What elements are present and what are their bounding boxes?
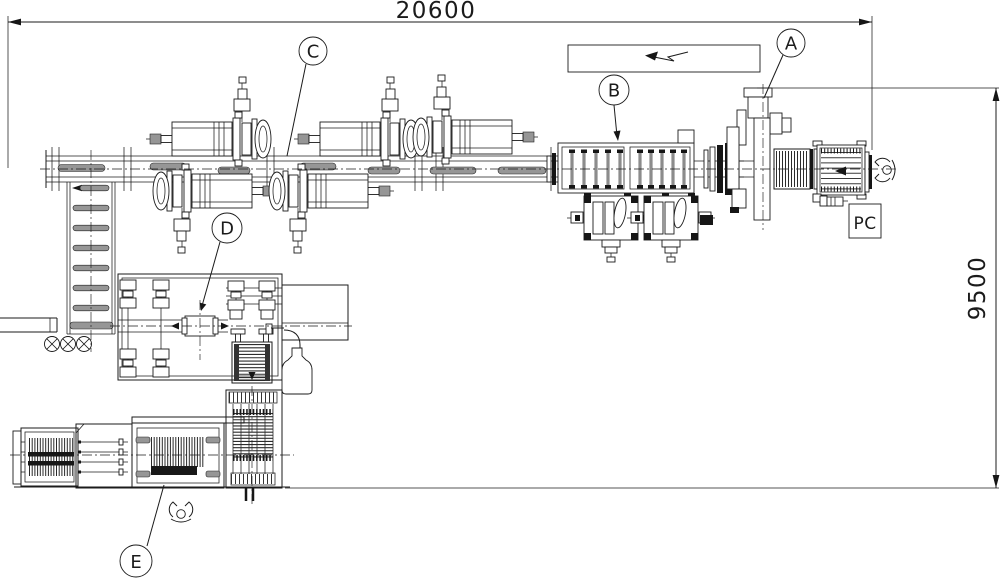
e-packing-machine	[12, 416, 290, 489]
power-sign	[567, 44, 761, 73]
pallet-wheels	[44, 336, 92, 352]
d-assembly-frame	[117, 273, 283, 384]
callout-b-label: B	[608, 81, 620, 102]
clamp-station-above-3	[412, 74, 539, 165]
annex-table	[281, 284, 349, 341]
clamp-station-above-2	[293, 76, 420, 167]
hatch-magazine	[231, 341, 273, 384]
right-dimension-value: 9500	[965, 256, 991, 321]
operator-icon	[168, 501, 194, 523]
outfeed-arm	[0, 317, 58, 333]
operator-icon	[874, 157, 896, 183]
b-conveyor-rollers	[569, 149, 687, 189]
rail-section	[75, 423, 133, 489]
right-height-dimension: 9500	[285, 87, 1000, 489]
drain-jug	[281, 347, 313, 395]
left-coil-box	[20, 427, 79, 487]
callout-d: D	[199, 212, 243, 311]
callout-a: A	[763, 28, 806, 99]
callout-e: E	[119, 484, 165, 578]
right-actuator-columns	[226, 280, 282, 343]
clamp-station-below-b-2	[626, 195, 716, 263]
callout-b: B	[598, 74, 630, 141]
centerlines	[10, 84, 898, 505]
callout-e-label: E	[130, 552, 141, 573]
callout-c-label: C	[307, 42, 320, 63]
callout-d-label: D	[220, 219, 234, 240]
hose	[265, 323, 301, 352]
left-actuator-columns	[119, 279, 170, 378]
left-arrow-icon	[72, 184, 82, 192]
callout-c: C	[286, 36, 328, 157]
main-pack-box	[131, 416, 245, 489]
clamp-station-above-1	[145, 76, 272, 167]
top-width-dimension: 20600	[7, 0, 873, 168]
vertical-transfer-conveyor	[225, 389, 283, 501]
left-arrow-icon	[835, 166, 846, 176]
roller-grid-block	[812, 140, 867, 200]
pc-label: PC	[853, 214, 876, 234]
b-roller-conveyor	[546, 129, 695, 197]
callout-a-label: A	[785, 34, 798, 55]
clamp-station-below-b-1	[566, 195, 656, 263]
lightning-arrow-icon	[645, 51, 689, 62]
pc-station-box: PC	[848, 203, 882, 239]
top-dimension-value: 20600	[396, 0, 477, 24]
conveyor-roller-slots	[57, 162, 547, 175]
